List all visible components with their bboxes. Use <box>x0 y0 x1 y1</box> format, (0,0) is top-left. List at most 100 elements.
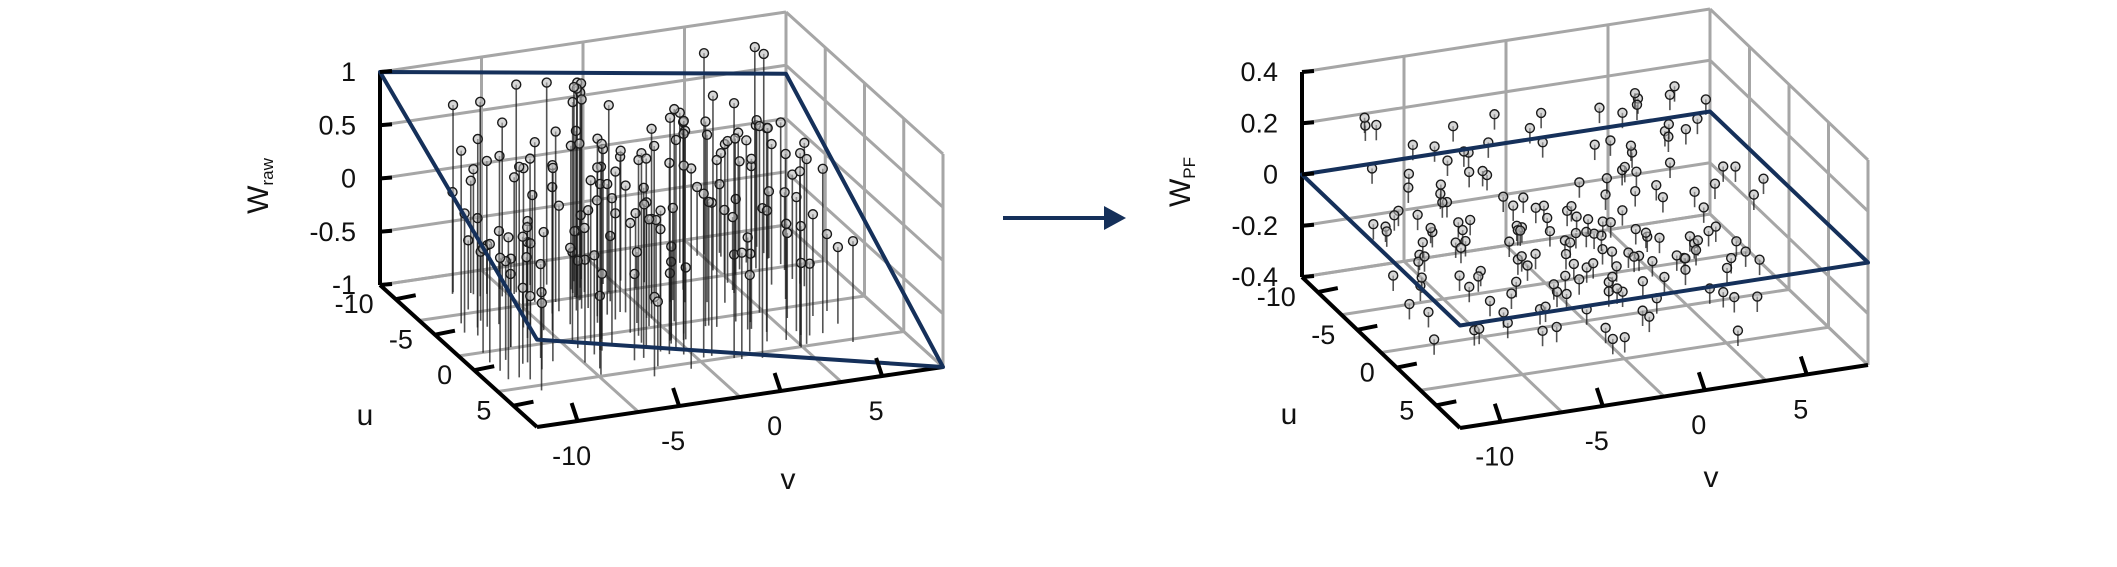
stem-marker <box>1437 197 1448 208</box>
stem-marker <box>741 135 752 146</box>
stem-marker <box>1721 262 1733 274</box>
stem-marker <box>1629 87 1641 99</box>
stem-marker <box>631 246 643 258</box>
stem-marker <box>1709 178 1721 189</box>
stem-marker <box>1435 179 1447 190</box>
stem-marker <box>1429 141 1440 152</box>
stem-marker <box>541 77 552 88</box>
stem-marker <box>641 153 652 164</box>
stem-marker <box>1516 251 1527 262</box>
stem-marker <box>1571 211 1582 222</box>
stem-marker <box>493 225 505 237</box>
stem-marker <box>1698 202 1709 213</box>
stem-marker <box>1630 223 1641 235</box>
stem-marker <box>1473 271 1484 282</box>
v-tick-label: -10 <box>1475 442 1514 472</box>
stem-marker <box>1530 202 1541 214</box>
v-tick-label: -5 <box>1585 426 1609 456</box>
z-tick-label: 0 <box>341 164 356 194</box>
stem-marker <box>1630 185 1641 197</box>
stem-marker <box>610 166 621 177</box>
grid-line <box>1708 7 1870 162</box>
u-tick-label: -10 <box>335 289 374 319</box>
z-tick-label: 1 <box>341 57 356 87</box>
stem-marker <box>1637 305 1648 316</box>
plane-right <box>1300 109 1870 328</box>
stem-marker <box>1651 179 1662 191</box>
stem-marker <box>550 126 561 137</box>
stem-marker <box>602 178 613 190</box>
stem-marker <box>670 134 682 146</box>
stem-marker <box>1564 237 1576 248</box>
stem-marker <box>525 290 536 302</box>
stem-marker <box>1548 279 1560 290</box>
u-tick <box>1356 323 1378 332</box>
v-tick <box>1798 355 1809 376</box>
stem-marker <box>1484 295 1496 307</box>
stem-marker <box>1680 123 1692 135</box>
stem-marker <box>701 129 713 140</box>
stem-marker <box>1617 107 1628 118</box>
stem-marker <box>592 162 603 173</box>
stem-marker <box>603 99 614 111</box>
axes-right <box>1300 72 1869 430</box>
stem-marker <box>1657 191 1669 203</box>
stem-marker <box>795 220 806 232</box>
u-tick-label: 0 <box>437 360 452 390</box>
stem-marker <box>1730 161 1741 172</box>
v-tick <box>569 402 580 422</box>
stem-marker <box>553 200 565 211</box>
stem-marker <box>1463 166 1475 178</box>
z-tick-label: -0.4 <box>1231 262 1278 292</box>
z-tick <box>379 122 393 128</box>
stem-marker <box>807 209 819 220</box>
v-tick <box>1492 403 1503 423</box>
stem-marker <box>1498 307 1509 318</box>
stem-marker <box>1561 288 1572 300</box>
stem-marker <box>508 172 520 183</box>
chart-right-pf: 0.40.20-0.2-0.4-10-505-10-505 WPF u v <box>1164 7 1870 494</box>
u-tick-label: 5 <box>1399 395 1414 425</box>
stem-marker <box>1442 155 1453 166</box>
stem-marker <box>1506 288 1517 299</box>
stem-marker <box>529 137 540 148</box>
stem-marker <box>794 166 806 177</box>
stem-marker <box>1371 119 1382 131</box>
stem-marker <box>736 247 748 258</box>
stem-marker <box>1403 168 1415 180</box>
stem-marker <box>1504 236 1515 247</box>
stem-marker <box>1416 272 1427 283</box>
stem-marker <box>620 180 631 191</box>
stem-marker <box>669 103 680 115</box>
stem-marker <box>1619 161 1631 173</box>
stem-marker <box>801 153 812 165</box>
stem-marker <box>1654 232 1665 243</box>
zlabel-left: Wraw <box>242 157 277 213</box>
stem-marker <box>643 214 655 225</box>
v-tick-label: -10 <box>552 441 591 471</box>
stem-marker <box>475 96 486 108</box>
stem-marker <box>727 211 738 223</box>
grid-line <box>1301 58 1711 125</box>
stem-marker <box>1515 225 1526 236</box>
stem-marker <box>1731 236 1742 247</box>
stem-marker <box>795 257 807 269</box>
grid-line <box>1504 244 1666 398</box>
v-tick <box>1696 371 1707 391</box>
stem-marker <box>1368 219 1379 230</box>
stem-marker <box>1690 244 1702 256</box>
stem-marker <box>746 153 757 164</box>
stem-marker <box>1381 226 1392 237</box>
stem-marker <box>547 162 559 174</box>
z-tick <box>1301 274 1315 279</box>
stem-marker <box>1560 270 1571 281</box>
stem-marker <box>1544 226 1556 237</box>
stem-marker <box>1568 258 1580 270</box>
z-tick <box>1301 222 1315 228</box>
stem-marker <box>1605 135 1616 146</box>
z-tick-label: 0.5 <box>318 110 356 140</box>
stem-marker <box>568 81 580 93</box>
stem-marker <box>1718 286 1729 298</box>
v-tick <box>1594 387 1605 407</box>
v-tick <box>671 387 681 407</box>
